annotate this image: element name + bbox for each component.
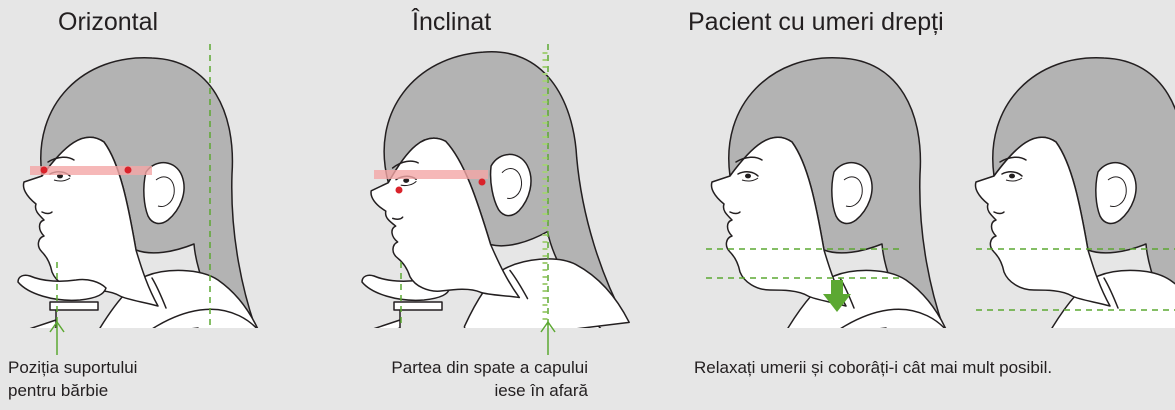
horizontal-figure <box>0 58 272 384</box>
caption-back-head-line1: Partea din spate a capului <box>340 356 588 379</box>
tilted-figure <box>340 38 629 384</box>
caption-chin-rest-line2: pentru bărbie <box>8 379 137 402</box>
caption-chin-rest: Poziția suportului pentru bărbie <box>8 356 137 402</box>
caption-chin-rest-line1: Poziția suportului <box>8 356 137 379</box>
caption-back-head-line2: iese în afară <box>340 379 588 402</box>
laser-beam <box>30 166 152 175</box>
eye-marker-tilted <box>396 187 403 194</box>
raised-shoulders-figure <box>712 58 961 384</box>
laser-beam-tilted <box>374 170 488 179</box>
caption-back-head: Partea din spate a capului iese în afară <box>340 356 588 402</box>
ear-marker <box>125 167 132 174</box>
caption-shoulders: Relaxați umerii și coborâți-i cât mai mu… <box>694 356 1052 379</box>
eye-marker <box>41 167 48 174</box>
ear-marker-tilted <box>479 179 486 186</box>
